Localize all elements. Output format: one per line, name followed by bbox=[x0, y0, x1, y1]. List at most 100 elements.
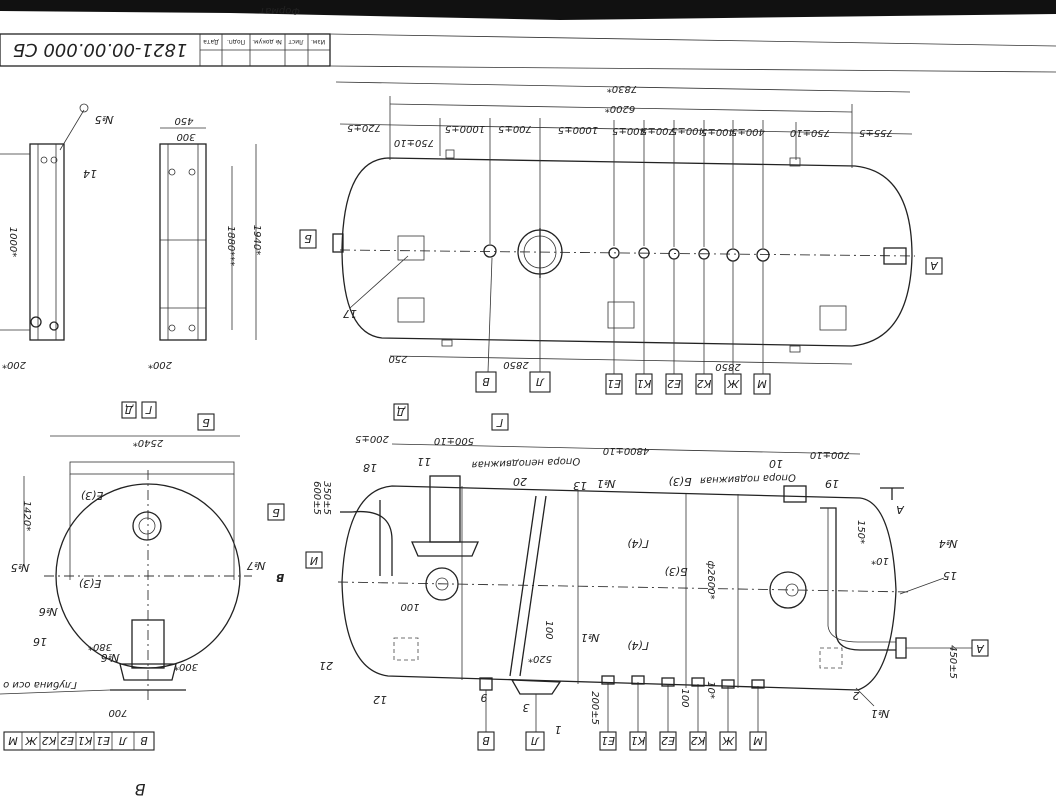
callout-11: 11 bbox=[417, 455, 431, 468]
label-K1-plan: К1 bbox=[637, 377, 652, 390]
label-K2-front: К2 bbox=[691, 734, 706, 747]
format-note: Формат bbox=[258, 5, 300, 16]
dim-200-g: 200±5 bbox=[589, 691, 600, 725]
tb-header-list: Лист bbox=[288, 38, 304, 45]
dim-1000-a: 1000±5 bbox=[558, 124, 598, 135]
label-A-front: А bbox=[976, 642, 985, 655]
section-G4-top: Г(4) bbox=[627, 537, 649, 550]
label-V-front: В bbox=[482, 734, 490, 747]
label-B-plan: Б bbox=[304, 232, 312, 245]
dim-400-a: 400±5 bbox=[731, 126, 765, 137]
callout-12: 12 bbox=[373, 693, 387, 706]
dim-400-b: 400±5 bbox=[701, 126, 735, 137]
row-M: М bbox=[8, 734, 18, 747]
dim-720: 720±5 bbox=[347, 122, 381, 133]
label-G-front: Г bbox=[496, 416, 503, 429]
dim-600: 600±5 bbox=[311, 481, 322, 515]
dim-100-b: 100 bbox=[543, 620, 554, 639]
label-B-front: Б bbox=[272, 506, 280, 519]
pad-17 bbox=[397, 235, 425, 261]
nozzle-e2-plan bbox=[668, 248, 680, 260]
nozzle-zh-plan bbox=[726, 248, 740, 262]
support-elevation-a bbox=[159, 143, 207, 341]
callout-19: 19 bbox=[825, 477, 839, 490]
dim-450: 450 bbox=[174, 115, 193, 126]
support-sliding-label: Опора подвижная bbox=[700, 471, 796, 485]
callout-no6-end-b: №6 bbox=[101, 651, 120, 664]
dim-500: 500±10 bbox=[434, 435, 474, 446]
label-M-plan: М bbox=[757, 377, 767, 390]
dim-700: 700±5 bbox=[641, 125, 675, 136]
dim-2850-r: 2850 bbox=[715, 361, 740, 372]
outlet-pipe-a bbox=[820, 507, 896, 651]
top-border-band bbox=[0, 0, 1056, 20]
label-I-front: И bbox=[310, 554, 318, 567]
dim-2600: ф2600* bbox=[705, 561, 716, 600]
dim-1000-b: 1000±5 bbox=[445, 123, 485, 134]
front-nozzle-label-row: В Л Е1 К1 Е2 К2 Ж М bbox=[477, 731, 767, 751]
callout-17: 17 bbox=[343, 307, 357, 320]
dim-2850-l: 2850 bbox=[503, 359, 528, 370]
dim-450-f: 450±5 bbox=[947, 645, 958, 679]
inlet-pipe-b bbox=[351, 510, 393, 576]
manhole-front bbox=[425, 567, 459, 601]
row-Zh: Ж bbox=[24, 734, 38, 747]
label-V-plan: В bbox=[482, 375, 490, 388]
tank-elevation-outline bbox=[341, 485, 897, 691]
callout-18: 18 bbox=[363, 461, 377, 474]
dim-700-b: 700±5 bbox=[498, 123, 532, 134]
row-L: Л bbox=[119, 734, 128, 747]
label-K1-front: К1 bbox=[631, 734, 646, 747]
callout-16: 16 bbox=[33, 635, 47, 648]
label-E2-plan: Е2 bbox=[667, 377, 681, 390]
dim-100-c: 100 bbox=[679, 688, 690, 707]
callout-no7-end: №7 bbox=[247, 559, 266, 572]
callout-no6-end: №6 bbox=[39, 605, 58, 618]
dim-1000: 1000* bbox=[7, 227, 18, 257]
nozzle-a-plan bbox=[883, 247, 907, 265]
tb-header-docnum: № докум. bbox=[252, 38, 282, 45]
callout-1: 1 bbox=[555, 723, 562, 736]
dim-200-b: 200* bbox=[148, 359, 172, 370]
callout-13: 13 bbox=[573, 479, 587, 492]
tank-plan-outline bbox=[341, 157, 913, 347]
row-E2: Е2 bbox=[60, 734, 74, 747]
manhole-end bbox=[132, 511, 162, 541]
nozzle-m-plan bbox=[756, 248, 770, 262]
end-nozzle-label-row: М Ж К2 Е2 К1 Е1 Л В bbox=[3, 731, 155, 751]
dim-6200: 6200* bbox=[605, 103, 635, 114]
dim-300: 300 bbox=[176, 131, 195, 142]
dim-1880: 1880*** bbox=[225, 226, 236, 266]
row-E1: Е1 bbox=[96, 734, 110, 747]
label-B-end: Б bbox=[202, 416, 210, 429]
label-L-plan: Л bbox=[536, 375, 545, 388]
dim-700-end: 700 bbox=[108, 707, 127, 718]
label-K2-plan: К2 bbox=[697, 377, 712, 390]
end-view: 2540* 1420* Д Г Б Е(3) Е(3) №7 №6 №5 16 … bbox=[0, 401, 266, 751]
callout-9: 9 bbox=[481, 691, 488, 704]
section-G4-bottom: Г(4) bbox=[627, 639, 649, 652]
tb-header-izm: Изм. bbox=[311, 38, 325, 45]
label-A-plan: А bbox=[930, 259, 939, 272]
dim-520: 520* bbox=[528, 653, 552, 664]
section-E3-top: Е(3) bbox=[81, 489, 104, 502]
nozzle-11 bbox=[429, 475, 461, 543]
dim-150: 150* bbox=[855, 520, 866, 544]
dim-400-c: 400±5 bbox=[671, 125, 705, 136]
label-M-front: М bbox=[753, 734, 763, 747]
saddle-top bbox=[69, 461, 235, 475]
label-Zh-plan: Ж bbox=[726, 377, 740, 390]
dim-200-a: 200* bbox=[2, 359, 26, 370]
manhole-front-r bbox=[769, 571, 807, 609]
label-E1-front: Е1 bbox=[601, 734, 615, 747]
view-letter-V: В bbox=[135, 780, 146, 799]
callout-no4: №4 bbox=[939, 537, 958, 550]
bottom-sump bbox=[131, 619, 165, 669]
callout-20: 20 bbox=[513, 475, 527, 488]
dim-380: 380* bbox=[88, 641, 112, 652]
top-view: 7830* 6200* 755±5 750±10 400±5 400±5 400… bbox=[299, 81, 943, 395]
label-L-front: Л bbox=[531, 734, 540, 747]
label-G-end: Г bbox=[145, 403, 152, 416]
row-K2: К2 bbox=[42, 734, 57, 747]
side-view-supports: 450 300 1880*** 1940* 200* 1000* 200* №5… bbox=[0, 103, 262, 370]
